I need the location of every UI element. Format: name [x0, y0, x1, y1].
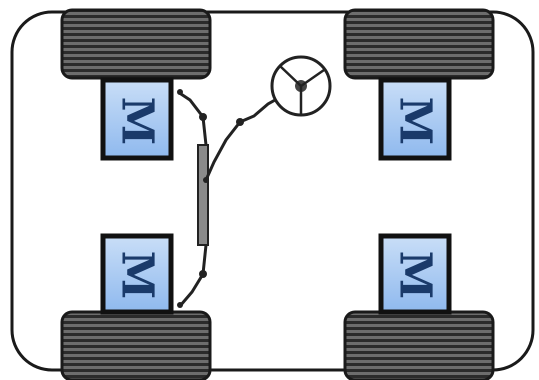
motor-rear-left: M — [100, 233, 174, 315]
linkage-joints — [177, 89, 244, 308]
wheel-rear-left — [60, 310, 212, 380]
wheel-front-left — [60, 8, 212, 80]
wheel-rear-right — [343, 310, 495, 380]
motor-label: M — [390, 251, 441, 300]
motor-label: M — [390, 97, 441, 146]
motor-front-right: M — [378, 77, 452, 161]
wheel-front-right — [343, 8, 495, 80]
motor-label: M — [112, 97, 163, 146]
motor-rear-right: M — [378, 233, 452, 315]
motor-front-left: M — [100, 77, 174, 161]
steering-wheel-icon — [270, 55, 332, 117]
motor-label: M — [112, 251, 163, 300]
